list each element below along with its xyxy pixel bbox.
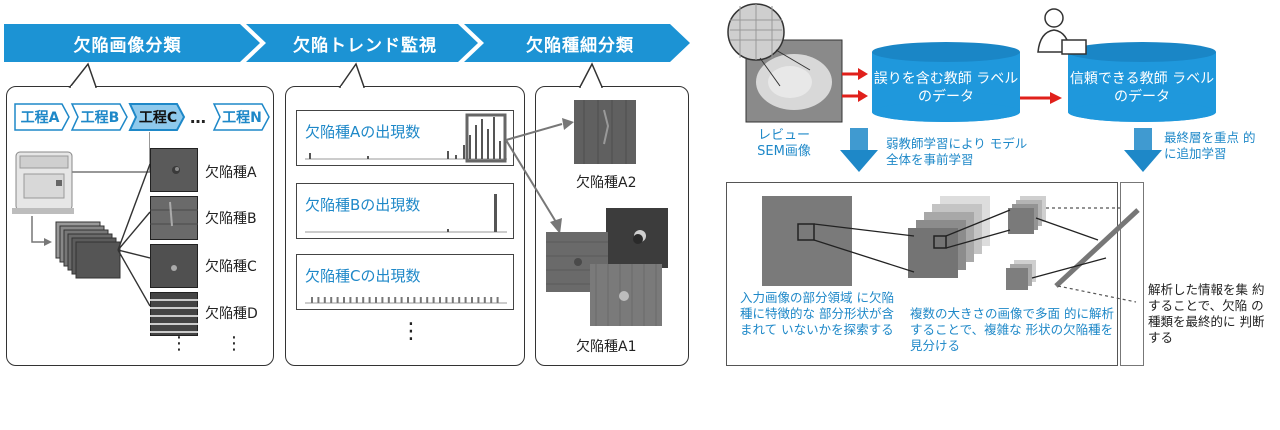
- process-step-n: 工程N: [222, 110, 262, 126]
- subclass-arrows: [505, 118, 574, 234]
- trend-chart-c-bar: [419, 297, 422, 303]
- chevron-stage2-shape: [246, 24, 478, 62]
- trend-chart-c-bar: [445, 297, 448, 303]
- defect-thumb-d: [150, 292, 198, 336]
- trend-chart-b-title: 欠陥種Bの出現数: [305, 196, 421, 214]
- review-sem-label: レビュー SEM画像: [757, 128, 811, 159]
- trend-chart-c-bar: [490, 297, 493, 303]
- subclass-label-a1: 欠陥種A1: [576, 339, 637, 355]
- pipeline-stage-1: 欠陥画像分類: [73, 35, 182, 56]
- subclass-thumb-a2: [574, 100, 636, 164]
- process-step-c: 工程C: [138, 110, 178, 126]
- trend-chart-c-bar: [400, 297, 403, 303]
- trend-chart-c-bar: [375, 297, 377, 303]
- trend-chart-c-bar: [432, 297, 435, 303]
- trend-chart-c-bar: [439, 297, 441, 303]
- pipeline-stage-2: 欠陥トレンド監視: [293, 35, 437, 56]
- input-image-icon: [762, 196, 852, 286]
- bubble-tail-1: [68, 62, 98, 88]
- trend-chart-c-bar: [355, 297, 358, 303]
- trend-chart-c-bar: [464, 297, 467, 303]
- defect-label-d: 欠陥種D: [205, 306, 258, 322]
- defect-label-c: 欠陥種C: [205, 259, 257, 275]
- clean-label-db-icon: [1068, 42, 1216, 122]
- finetune-note: 最終層を重点 的に追加学習: [1164, 130, 1256, 161]
- trend-chart-c-bar: [483, 297, 486, 303]
- trend-chart-c-bar: [368, 297, 371, 303]
- pipeline-chevrons: [4, 24, 690, 62]
- pipeline-stage-3: 欠陥種細分類: [526, 35, 634, 56]
- more-labels-dots: ⋮: [225, 333, 243, 354]
- trend-chart-c-bar: [407, 297, 409, 303]
- noisy-label-db-icon: [872, 42, 1020, 122]
- defect-thumb-b: [150, 196, 198, 240]
- model-desc-3: 解析した情報を集 約することで、欠陥 の種類を最終的に 判断する: [1148, 282, 1265, 345]
- trend-chart-c-bar: [471, 297, 473, 303]
- sem-image-icon: [727, 3, 843, 123]
- finetune-arrow-icon: [1124, 128, 1162, 172]
- model-desc-2: 複数の大きさの画像で多面 的に解析することで、複雑な 形状の欠陥種を見分ける: [910, 306, 1114, 353]
- trend-chart-c-bar: [330, 297, 333, 303]
- more-charts-dots: ⋮: [400, 319, 422, 344]
- defect-thumb-c: [150, 244, 198, 288]
- defect-label-b: 欠陥種B: [205, 211, 257, 227]
- pretrain-arrow-icon: [840, 128, 878, 172]
- bubble-classification: [6, 86, 274, 366]
- process-step-b: 工程B: [80, 110, 120, 126]
- trend-chart-c: 欠陥種Cの出現数: [296, 254, 514, 310]
- trend-chart-c-bar: [458, 297, 461, 303]
- trend-chart-c-bar: [413, 297, 416, 303]
- process-step-a: 工程A: [20, 110, 60, 126]
- trend-chart-c-bar: [336, 297, 339, 303]
- trend-chart-c-bar: [317, 297, 320, 303]
- final-layer-box: [1120, 182, 1144, 366]
- operator-icon: [1037, 8, 1087, 55]
- trend-chart-c-title: 欠陥種Cの出現数: [305, 267, 421, 285]
- model-desc-1: 入力画像の部分領域 に欠陥種に特徴的な 部分形状が含まれて いないかを探索する: [740, 290, 894, 337]
- inspection-machine-icon: [12, 151, 74, 214]
- trend-chart-c-bar: [426, 297, 429, 303]
- chevron-stage1-shape: [4, 24, 260, 62]
- pretrain-note: 弱教師学習により モデル全体を事前学習: [886, 136, 1028, 167]
- trend-chart-c-bar: [496, 297, 499, 303]
- subclass-label-a2: 欠陥種A2: [576, 175, 637, 191]
- noisy-db-label: 誤りを含む教師 ラベルのデータ: [873, 71, 1019, 105]
- trend-chart-c-bar: [349, 297, 352, 303]
- trend-chart-c-bar: [362, 297, 365, 303]
- process-step-shapes: [14, 103, 270, 131]
- trend-chart-c-bar: [311, 297, 313, 303]
- defect-label-a: 欠陥種A: [205, 165, 257, 181]
- bubble-tail-3: [578, 62, 604, 88]
- bubble-tails: [68, 62, 604, 89]
- chevron-stage3-shape: [464, 24, 690, 62]
- trend-chart-a: 欠陥種Aの出現数: [296, 110, 514, 166]
- trend-chart-a-title: 欠陥種Aの出現数: [305, 123, 421, 141]
- cnn-graphics: [762, 196, 1140, 303]
- subclass-thumb-a1-stack: [546, 208, 668, 326]
- trend-chart-b: 欠陥種Bの出現数: [296, 183, 514, 239]
- trend-chart-c-bar: [451, 297, 454, 303]
- trend-chart-c-bar: [387, 297, 390, 303]
- trend-chart-c-bar: [343, 297, 345, 303]
- training-flow-graphics: [727, 3, 1216, 172]
- clean-db-label: 信頼できる教師 ラベルのデータ: [1069, 71, 1215, 105]
- process-ellipsis: …: [190, 107, 206, 127]
- trend-highlight-box: [465, 113, 507, 163]
- trend-chart-c-bar: [381, 297, 384, 303]
- more-thumbs-dots: ⋮: [170, 333, 188, 354]
- inspection-group: [12, 132, 150, 307]
- trend-chart-c-bar: [323, 297, 326, 303]
- defect-thumb-a: [150, 148, 198, 192]
- trend-chart-c-bar: [477, 297, 480, 303]
- image-stack-icon: [55, 221, 121, 279]
- bubble-tail-2: [338, 62, 366, 88]
- model-box: [726, 182, 1118, 366]
- trend-chart-c-bar: [394, 297, 397, 303]
